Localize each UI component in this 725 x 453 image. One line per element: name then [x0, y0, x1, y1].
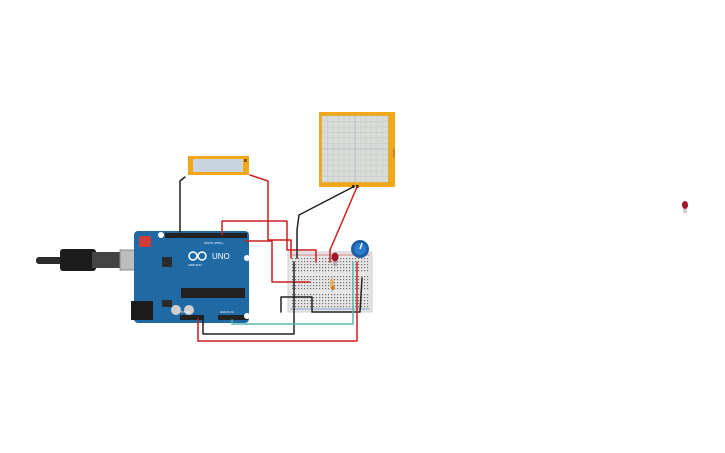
power-header	[180, 315, 204, 320]
wire-red-plotter[interactable]	[329, 186, 358, 263]
wire-teal-analog[interactable]	[231, 261, 354, 325]
analog-header	[218, 315, 248, 320]
digital-header-label: DIGITAL (PWM~)	[204, 242, 224, 245]
wires	[179, 174, 363, 342]
wire-black-display[interactable]	[179, 176, 186, 233]
plotter[interactable]: Plotter	[319, 112, 396, 188]
wire-red-pin[interactable]	[244, 240, 311, 283]
atmega-chip	[181, 288, 245, 298]
lcd-display[interactable]	[188, 156, 249, 175]
spare-led-icon[interactable]	[682, 201, 688, 213]
reset-button[interactable]	[139, 236, 151, 247]
wire-red-signal[interactable]	[221, 220, 317, 263]
potentiometer-icon[interactable]	[351, 240, 369, 258]
digital-header	[165, 233, 247, 238]
led-icon[interactable]	[331, 252, 339, 267]
arduino-logo-icon	[188, 251, 198, 261]
wire-black-rail[interactable]	[280, 277, 363, 313]
wire-black-ground[interactable]	[202, 261, 295, 335]
power-jack-icon	[131, 301, 153, 320]
wire-black-plotter[interactable]	[296, 186, 354, 259]
wire-red-display[interactable]	[249, 174, 292, 259]
arduino-uno-board[interactable]: UNO ARDUINO DIGITAL (PWM~) POWER ANALOG …	[131, 231, 250, 323]
resistor-icon[interactable]	[330, 276, 335, 292]
analog-header-label: ANALOG IN	[220, 311, 234, 314]
wire-red-power[interactable]	[197, 261, 358, 342]
board-brand-text: ARDUINO	[188, 263, 203, 267]
power-header-label: POWER	[181, 311, 191, 314]
board-logo-text: UNO	[212, 252, 230, 261]
plotter-grid	[321, 115, 389, 183]
plotter-side-label: Plotter	[392, 149, 396, 158]
